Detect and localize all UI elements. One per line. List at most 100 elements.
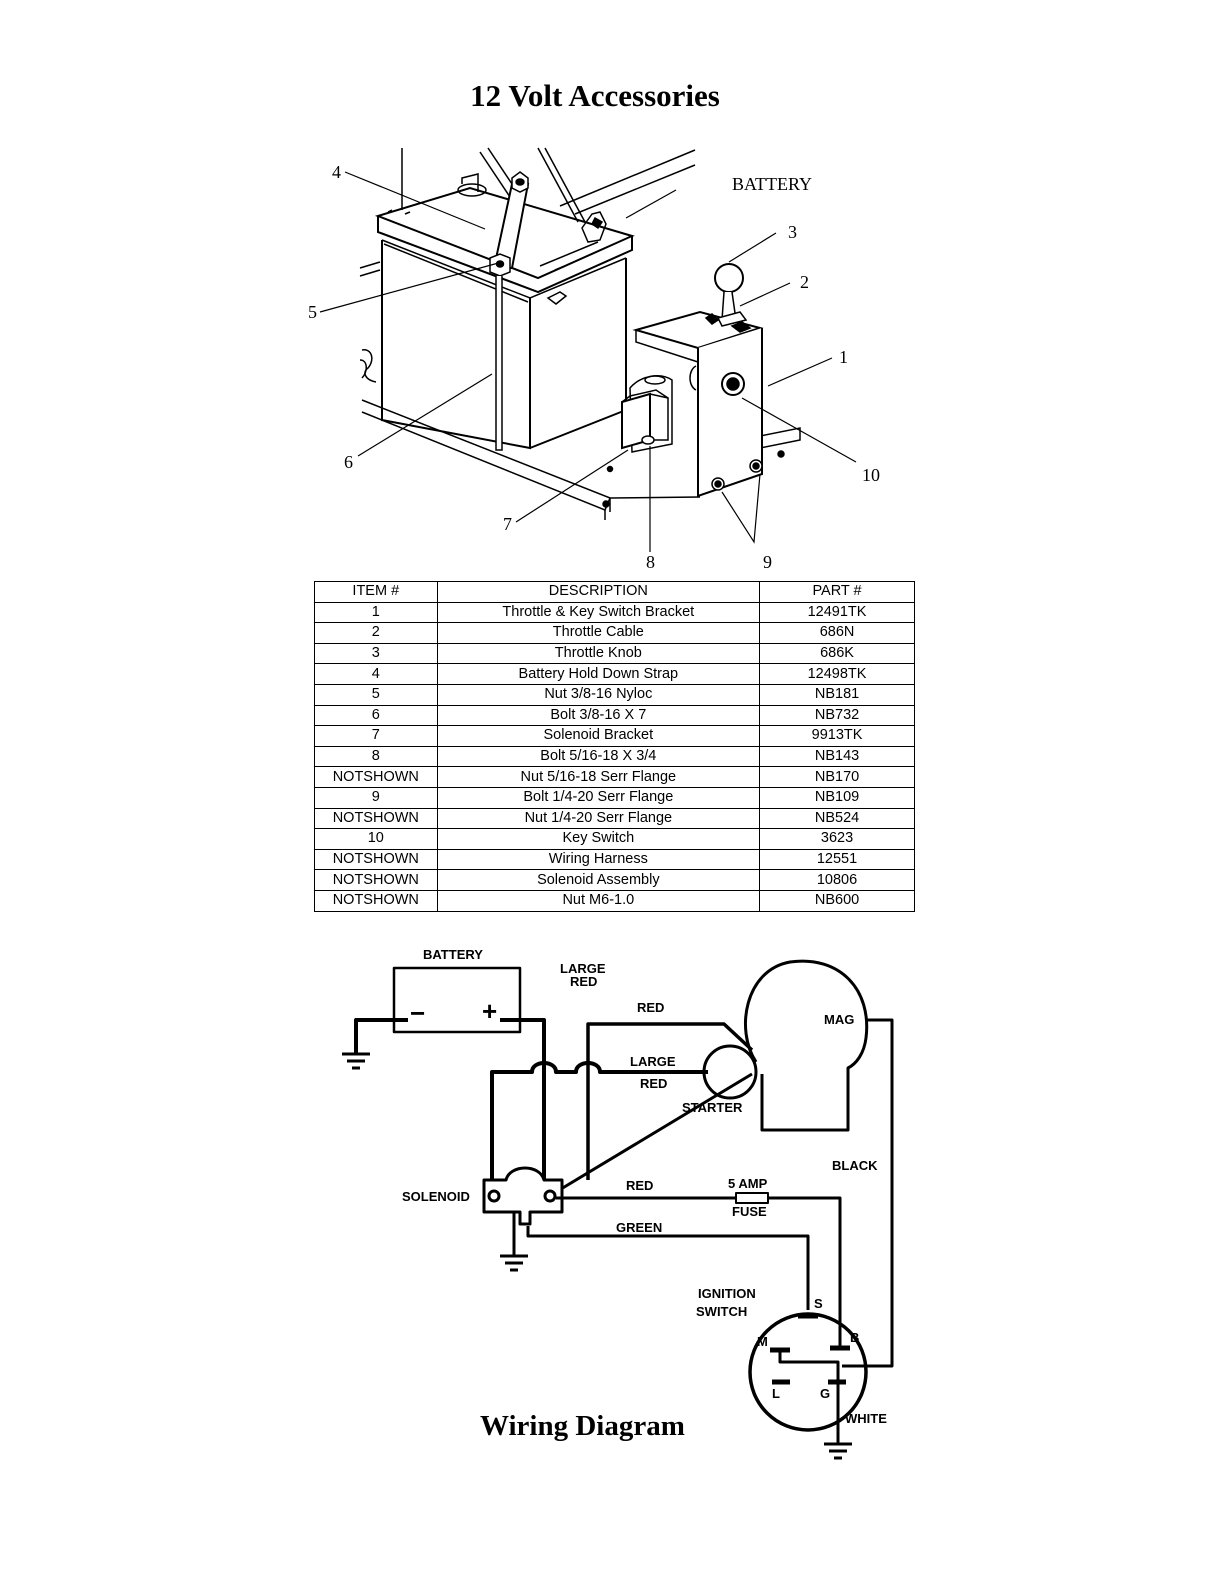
wd-minus-label: − [410, 998, 425, 1028]
wd-large-red-mid-1: LARGE [630, 1054, 676, 1069]
cell-part: 12551 [759, 848, 915, 871]
wd-white-label: WHITE [845, 1411, 887, 1426]
cell-description: Nut M6-1.0 [436, 889, 761, 912]
cell-item: 2 [314, 622, 438, 644]
hold-down-strap [489, 171, 530, 451]
wd-large-red-top-1: LARGE [560, 961, 606, 976]
cell-description: Throttle Knob [436, 642, 761, 665]
cell-item: 4 [314, 663, 438, 685]
fuse-symbol [735, 1192, 769, 1204]
cell-item: 6 [314, 704, 438, 727]
wd-g-label: G [820, 1386, 830, 1401]
cell-part: 10806 [759, 869, 915, 891]
header-description: DESCRIPTION [436, 581, 761, 603]
wd-large-red-top-2: RED [570, 974, 597, 989]
cell-part: NB181 [759, 683, 915, 706]
callout-7: 7 [503, 514, 512, 534]
cell-item: NOTSHOWN [314, 766, 438, 788]
battery-label: BATTERY [732, 174, 812, 194]
battery-symbol [392, 966, 522, 1034]
cell-part: 12498TK [759, 663, 915, 685]
cell-item: 7 [314, 725, 438, 747]
cell-part: NB109 [759, 786, 915, 809]
callout-3: 3 [788, 222, 797, 242]
cell-item: 8 [314, 745, 438, 768]
solenoid-ground-symbol [500, 1254, 528, 1272]
callout-6: 6 [344, 452, 353, 472]
cell-description: Bolt 1/4-20 Serr Flange [436, 786, 761, 809]
battery-ground-wire [354, 1018, 408, 1054]
cell-part: NB143 [759, 745, 915, 768]
wd-red-top: RED [637, 1000, 664, 1015]
cell-item: 3 [314, 642, 438, 665]
wd-green-label: GREEN [616, 1220, 662, 1235]
cell-part: NB732 [759, 704, 915, 727]
wd-large-red-mid-2: RED [640, 1076, 667, 1091]
cell-item: NOTSHOWN [314, 869, 438, 891]
solenoid-symbol [482, 1166, 564, 1226]
cell-description: Throttle & Key Switch Bracket [436, 601, 761, 624]
large-red-battery-wire [500, 1018, 546, 1200]
wd-b-label: B [850, 1330, 859, 1345]
cell-item: NOTSHOWN [314, 889, 438, 912]
cell-description: Solenoid Bracket [436, 725, 761, 747]
cell-description: Wiring Harness [436, 848, 761, 871]
wd-ignition-label-1: IGNITION [698, 1286, 756, 1301]
wd-red-fuse-label: RED [626, 1178, 653, 1193]
wd-fuse-label: FUSE [732, 1204, 767, 1219]
cell-part: 12491TK [759, 601, 915, 624]
callout-1: 1 [839, 347, 848, 367]
ignition-bridge [778, 1350, 840, 1382]
green-wire [526, 1226, 810, 1310]
cell-item: NOTSHOWN [314, 848, 438, 871]
wd-l-label: L [772, 1386, 780, 1401]
wd-m-label: M [757, 1334, 768, 1349]
cell-part: 9913TK [759, 725, 915, 747]
header-item: ITEM # [314, 581, 438, 603]
callout-10: 10 [862, 465, 880, 485]
wiring-diagram [342, 959, 894, 1460]
cell-description: Bolt 5/16-18 X 3/4 [436, 745, 761, 768]
switch-bracket [632, 310, 764, 498]
header-part: PART # [759, 581, 915, 603]
cell-part: 686K [759, 642, 915, 665]
wd-5amp-label: 5 AMP [728, 1176, 768, 1191]
solenoid-bracket [621, 375, 673, 453]
cell-description: Nut 3/8-16 Nyloc [436, 683, 761, 706]
wd-mag-label: MAG [824, 1012, 854, 1027]
large-red-starter-wire [490, 1061, 708, 1200]
starter-symbol [702, 1044, 758, 1100]
magneto-body [744, 959, 869, 1132]
callout-8: 8 [646, 552, 655, 572]
callout-2: 2 [800, 272, 809, 292]
red-wire-top [586, 1022, 754, 1180]
leader-lines [319, 171, 857, 552]
wd-ignition-label-2: SWITCH [696, 1304, 747, 1319]
callout-4: 4 [332, 162, 341, 182]
cell-item: 10 [314, 828, 438, 850]
cell-part: NB170 [759, 766, 915, 788]
callout-5: 5 [308, 302, 317, 322]
frame-lines [359, 147, 696, 277]
red-fuse-wire-right [768, 1196, 842, 1348]
parts-table-header: ITEM # DESCRIPTION PART # [314, 581, 915, 603]
cell-description: Battery Hold Down Strap [436, 663, 761, 685]
wd-s-label: S [814, 1296, 823, 1311]
cell-description: Solenoid Assembly [436, 869, 761, 891]
exploded-view-drawing [319, 147, 857, 552]
